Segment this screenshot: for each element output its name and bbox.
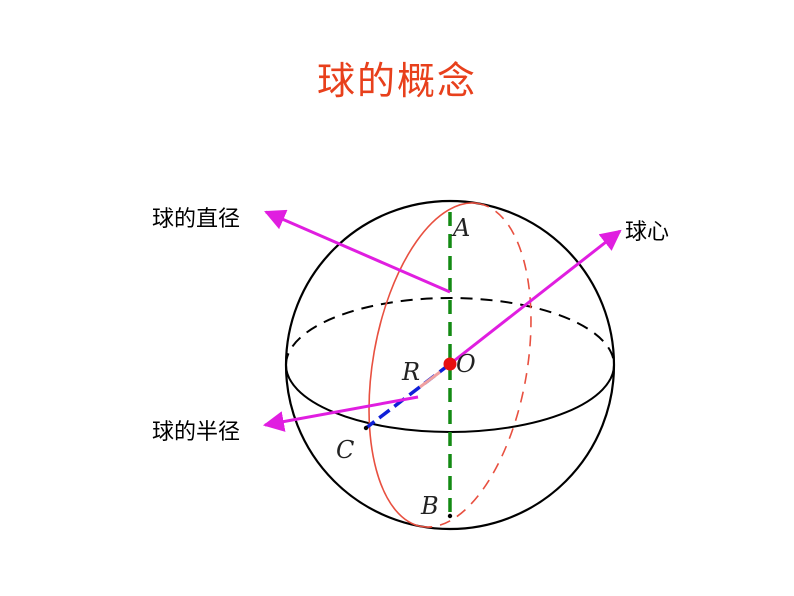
label-radius: 球的半径	[152, 420, 241, 445]
radius-arrow	[262, 395, 419, 432]
great-circle-front	[368, 202, 479, 528]
point-label-a: A	[451, 214, 470, 242]
endpoint-c	[363, 425, 369, 431]
label-center: 球心	[625, 220, 670, 245]
endpoint-b	[447, 513, 453, 519]
radius-highlight	[419, 370, 441, 389]
point-label-r: R	[401, 358, 420, 386]
equator-front	[285, 364, 615, 433]
center-arrow	[449, 229, 622, 366]
point-label-b: B	[420, 492, 439, 520]
radius-line	[364, 362, 452, 430]
label-diameter: 球的直径	[152, 207, 241, 232]
point-label-o: O	[456, 350, 476, 378]
slide-title: 球的概念	[316, 59, 477, 103]
great-circle-back	[421, 202, 532, 528]
point-label-c: C	[336, 436, 354, 464]
center-dot	[443, 357, 457, 371]
diameter-arrow	[264, 209, 451, 294]
equator-back	[285, 297, 615, 366]
